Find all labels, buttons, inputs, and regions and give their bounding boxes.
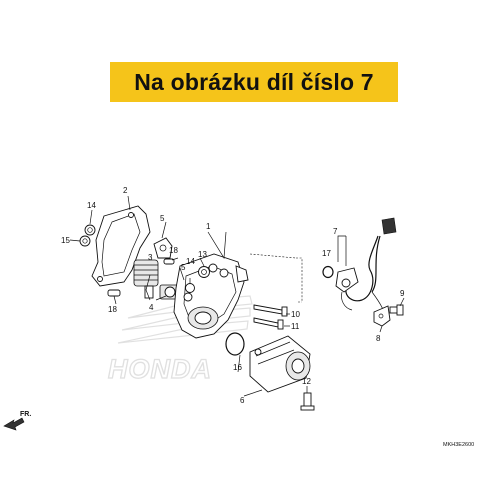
banner-text: Na obrázku díl číslo 7 xyxy=(134,68,374,95)
callout-9: 10 xyxy=(291,310,300,319)
bolt-parts xyxy=(253,304,288,330)
callout-18-top: 18 xyxy=(169,246,178,255)
callout-14-center: 14 xyxy=(186,257,195,266)
callout-15: 15 xyxy=(61,236,70,245)
callout-10: 11 xyxy=(291,322,300,331)
callout-8: 8 xyxy=(376,334,381,343)
gasket-part xyxy=(91,205,151,287)
callout-numbers: 2 14 15 5 1 18 5 13 14 3 4 18 10 11 16 6… xyxy=(61,186,405,405)
front-arrow-icon xyxy=(3,417,25,431)
o-ring-part xyxy=(225,332,245,356)
callout-11: 12 xyxy=(302,377,311,386)
callout-2: 2 xyxy=(123,186,128,195)
callout-13: 13 xyxy=(198,250,207,259)
shift-motor-part xyxy=(249,335,311,393)
callout-16: 17 xyxy=(322,249,331,258)
front-label: FR. xyxy=(20,411,31,418)
main-cover-housing xyxy=(173,253,249,339)
bracket-bolt-part xyxy=(389,304,404,316)
callout-17: 16 xyxy=(233,363,242,372)
part-number-banner: Na obrázku díl číslo 7 xyxy=(110,62,398,102)
dashed-group-lines xyxy=(249,253,303,303)
callout-14-left: 14 xyxy=(87,201,96,210)
callout-3: 3 xyxy=(148,253,153,262)
sensor-o-ring-part xyxy=(322,265,334,279)
sensor-with-cable-part-7 xyxy=(335,217,397,313)
bracket-part xyxy=(153,237,173,259)
callout-6: 6 xyxy=(240,396,245,405)
diagram-code: MKH3E2600 xyxy=(443,442,474,448)
callout-12: 9 xyxy=(400,289,405,298)
callout-5-mid: 5 xyxy=(181,263,186,272)
honda-watermark-text: HONDA xyxy=(108,354,212,384)
front-direction-indicator: FR. xyxy=(3,411,31,431)
callout-4: 4 xyxy=(149,303,154,312)
gear-assembly xyxy=(133,259,179,300)
motor-bolt-part xyxy=(300,392,315,411)
seal-parts-left xyxy=(79,224,96,247)
leader-lines xyxy=(69,195,405,397)
callout-18-left: 18 xyxy=(108,305,117,314)
callout-1: 1 xyxy=(206,222,211,231)
cable-bracket-part xyxy=(373,305,391,327)
callout-5-top: 5 xyxy=(160,214,165,223)
callout-7: 7 xyxy=(333,227,338,236)
